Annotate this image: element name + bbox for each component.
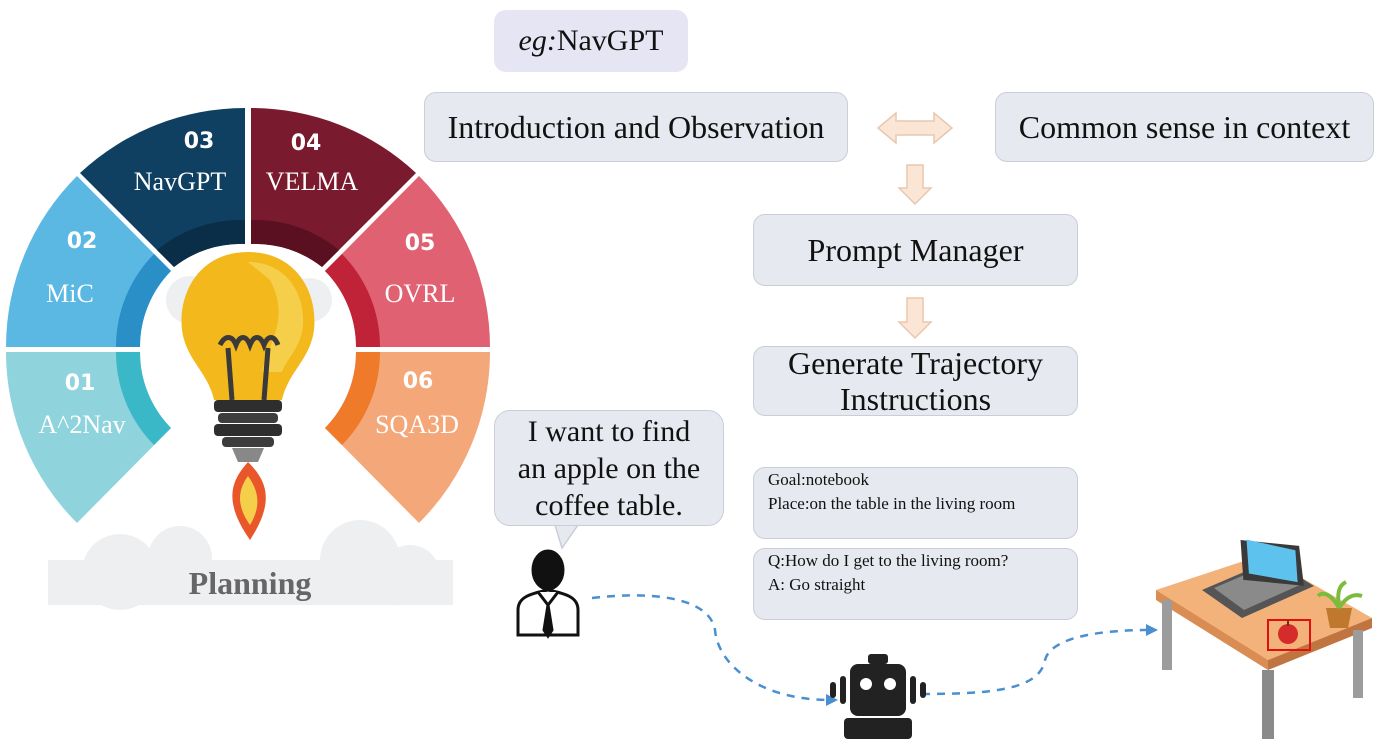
cloud-icon [48,520,453,610]
segment-02-name: MiC [46,279,94,308]
segment-03-number: 03 [184,129,215,154]
segment-02-number: 02 [67,229,98,254]
segment-01-name: A^2Nav [38,410,125,439]
plant-icon [1316,580,1363,628]
segment-06-number: 06 [403,369,434,394]
double-arrow-icon [876,111,954,145]
common-sense-box: Common sense in context [995,92,1374,162]
segment-03-name: NavGPT [134,167,227,196]
segment-01-number: 01 [65,371,96,396]
generate-line-1: Generate Trajectory [787,345,1043,381]
generate-trajectory-box: Generate Trajectory Instructions [753,345,1078,417]
apple-icon [1267,619,1311,651]
speech-line-1: I want to find [527,414,691,448]
arrow-head [826,694,838,706]
prompt-manager-label: Prompt Manager [807,232,1024,268]
intro-observation-label: Introduction and Observation [447,109,825,145]
planning-title: Planning [189,565,312,601]
goal-text: Goal:notebook [768,470,870,489]
question-text: Q:How do I get to the living room? [768,551,1009,570]
place-text: Place:on the table in the living room [768,494,1016,513]
path-person-to-robot [591,594,831,702]
path-robot-to-table [921,628,1151,696]
goal-info-box: Goal:notebook Place:on the table in the … [753,467,1078,539]
example-tag: eg:NavGPT [494,10,688,72]
robot-icon [830,654,926,739]
prompt-manager-box: Prompt Manager [753,214,1078,286]
speech-bubble: I want to find an apple on the coffee ta… [494,410,724,526]
answer-text: A: Go straight [768,575,866,594]
common-sense-label: Common sense in context [1018,109,1351,145]
laptop-icon [1202,539,1314,618]
lightbulb-icon [181,252,315,540]
down-arrow-icon [897,164,933,206]
person-icon [516,549,580,639]
arrow-head [1146,624,1158,636]
intro-observation-box: Introduction and Observation [424,92,848,162]
qa-info-box: Q:How do I get to the living room? A: Go… [753,548,1078,620]
segment-04-name: VELMA [266,167,359,196]
segment-05-number: 05 [405,231,436,256]
example-prefix: eg: [518,24,557,57]
segment-04-number: 04 [291,131,322,156]
speech-bubble-tail [553,524,580,550]
segment-06-name: SQA3D [375,410,459,439]
speech-line-3: coffee table. [535,488,683,522]
generate-line-2: Instructions [839,381,992,417]
example-name: NavGPT [556,24,664,57]
speech-line-2: an apple on the [517,451,701,485]
down-arrow-icon [897,297,933,340]
segment-05-name: OVRL [385,279,456,308]
